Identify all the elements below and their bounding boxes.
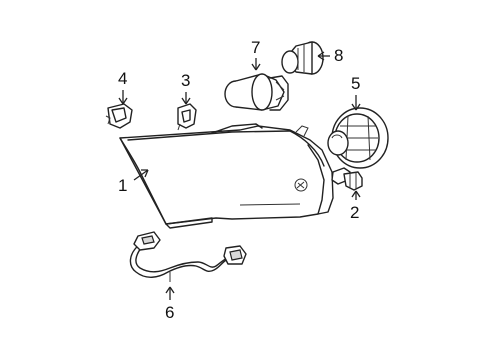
bolt-icon[interactable] (331, 167, 363, 191)
callout-5: 5 (351, 74, 360, 93)
bulb-socket-icon[interactable] (327, 107, 389, 169)
headlamp-bulb-icon[interactable] (224, 73, 289, 111)
callout-4: 4 (118, 69, 127, 88)
socket-plug-icon[interactable] (281, 41, 324, 75)
callout-7: 7 (251, 38, 260, 57)
callout-1: 1 (118, 176, 127, 195)
clip-icon[interactable] (177, 103, 197, 131)
headlamp-assembly-icon[interactable] (119, 123, 334, 229)
leader-arrows (118, 51, 361, 300)
wiring-harness-icon[interactable] (129, 231, 247, 282)
callout-2: 2 (350, 203, 359, 222)
callout-8: 8 (334, 46, 343, 65)
bracket-clip-icon[interactable] (105, 103, 133, 129)
callout-6: 6 (165, 303, 174, 322)
callout-3: 3 (181, 71, 190, 90)
